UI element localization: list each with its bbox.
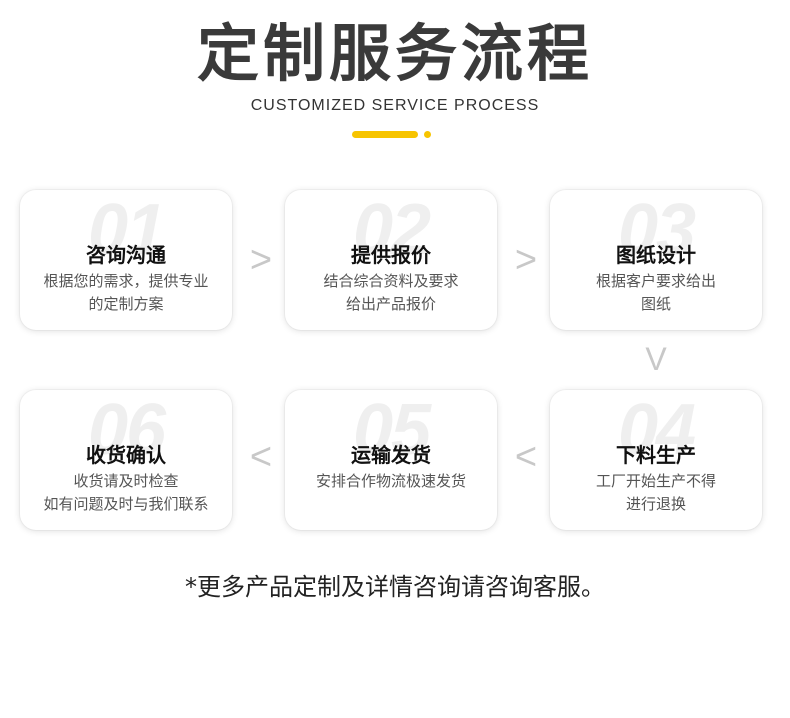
step-title: 收货确认 <box>86 443 166 467</box>
step-card-production: 04 下料生产 工厂开始生产不得 进行退换 <box>550 390 762 530</box>
page-subtitle: CUSTOMIZED SERVICE PROCESS <box>250 97 540 114</box>
step-description: 结合综合资料及要求 给出产品报价 <box>323 272 459 313</box>
accent-bar <box>352 131 418 138</box>
accent-dot <box>424 131 431 138</box>
step-number: 03 <box>617 190 696 270</box>
step-title: 提供报价 <box>351 243 431 267</box>
step-title: 下料生产 <box>616 443 696 467</box>
arrow-down-icon: V <box>645 341 667 377</box>
step-number: 01 <box>87 190 166 270</box>
step-card-design: 03 图纸设计 根据客户要求给出 图纸 <box>550 190 762 330</box>
footer-note: *更多产品定制及详情咨询请咨询客服。 <box>185 573 605 601</box>
step-title: 咨询沟通 <box>86 243 166 267</box>
arrow-right-icon: > <box>249 239 273 281</box>
step-card-confirm: 06 收货确认 收货请及时检查 如有问题及时与我们联系 <box>20 390 232 530</box>
arrow-left-icon: < <box>249 436 273 478</box>
step-card-quote: 02 提供报价 结合综合资料及要求 给出产品报价 <box>285 190 497 330</box>
step-number: 06 <box>87 390 166 470</box>
step-description: 根据您的需求，提供专业 的定制方案 <box>43 272 209 313</box>
step-description: 收货请及时检查 如有问题及时与我们联系 <box>43 472 209 513</box>
step-description: 安排合作物流极速发货 <box>315 472 466 490</box>
step-description: 工厂开始生产不得 进行退换 <box>595 472 716 513</box>
step-title: 运输发货 <box>351 443 431 467</box>
step-number: 05 <box>352 390 431 470</box>
step-description: 根据客户要求给出 图纸 <box>595 272 716 313</box>
step-number: 02 <box>352 190 431 270</box>
arrow-left-icon: < <box>514 436 538 478</box>
page-title: 定制服务流程 <box>196 17 593 90</box>
step-number: 04 <box>617 390 696 470</box>
step-title: 图纸设计 <box>616 243 696 267</box>
arrow-right-icon: > <box>514 239 538 281</box>
step-card-consult: 01 咨询沟通 根据您的需求，提供专业 的定制方案 <box>20 190 232 330</box>
step-card-shipping: 05 运输发货 安排合作物流极速发货 <box>285 390 497 530</box>
